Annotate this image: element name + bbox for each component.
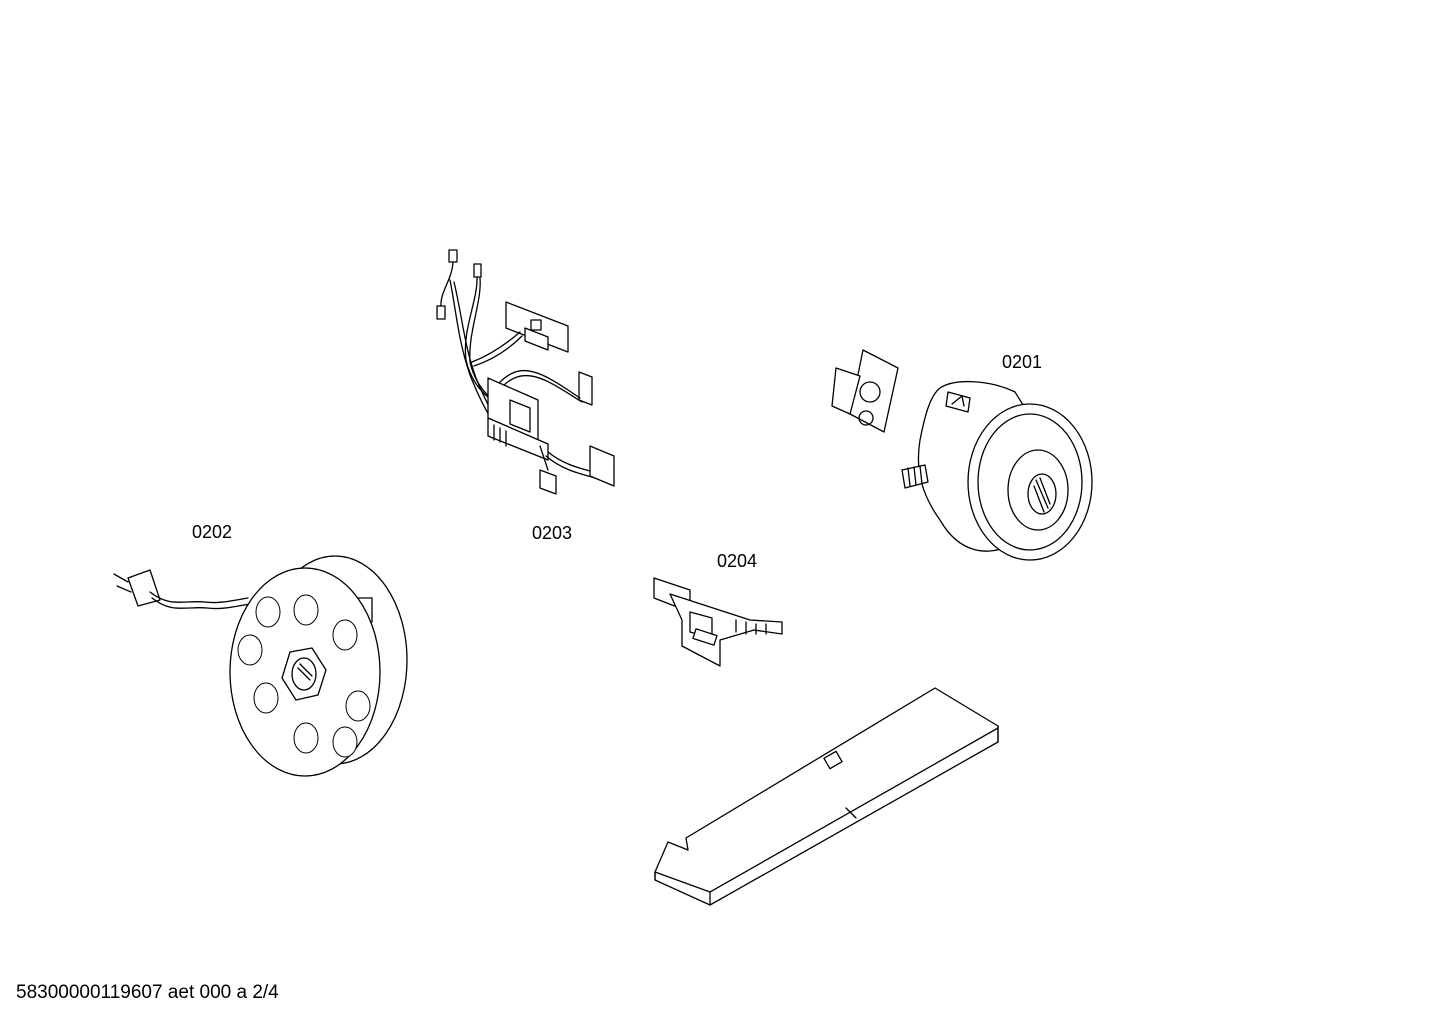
switch-body <box>524 327 549 351</box>
part-label-0203: 0203 <box>532 523 573 543</box>
base-plate-slot <box>823 750 843 770</box>
harness-bottom-connector <box>539 469 557 495</box>
base-plate-drawing <box>654 687 999 906</box>
harness-top-connector-b <box>473 263 482 278</box>
terminal-block-front <box>487 417 549 461</box>
cable-reel-drawing <box>113 555 408 777</box>
capacitor <box>509 399 531 433</box>
motor-mount-bracket <box>849 349 899 433</box>
motor-drawing <box>831 349 1093 561</box>
harness-top-connector-a <box>448 249 458 263</box>
motor-terminal <box>945 391 971 413</box>
harness-left-connector <box>436 305 446 320</box>
bracket-body <box>669 593 783 667</box>
harness-end-bracket <box>589 445 615 487</box>
part-label-0204: 0204 <box>717 551 758 571</box>
motor-fan-housing <box>967 403 1093 561</box>
switch-button <box>530 319 542 331</box>
wiring-harness-drawing <box>436 249 615 495</box>
base-plate <box>654 687 999 906</box>
part-label-0202: 0202 <box>192 522 233 542</box>
document-code-footer: 58300000119607 aet 000 a 2/4 <box>16 982 279 1003</box>
harness-right-connector <box>578 371 593 406</box>
part-label-0201: 0201 <box>1002 352 1043 372</box>
bracket-drawing <box>653 577 783 667</box>
motor-mount-tab <box>831 367 861 415</box>
mains-plug <box>127 569 161 607</box>
